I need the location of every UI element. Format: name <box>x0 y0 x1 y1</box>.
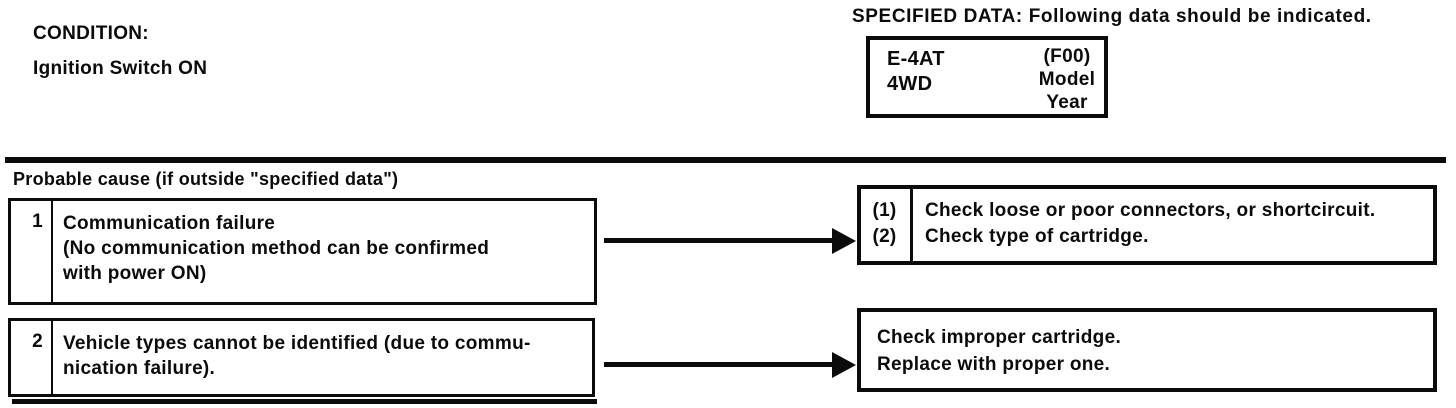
flow-arrow-line-2 <box>604 362 834 367</box>
remedy-box-1: (1) (2) Check loose or poor connectors, … <box>857 185 1437 265</box>
flow-arrow-head-icon <box>832 228 856 254</box>
flow-arrow-line-1 <box>604 238 834 243</box>
cause-line: Communication failure <box>63 213 276 234</box>
remedy-step-number: (1) <box>872 200 897 221</box>
condition-label: CONDITION: <box>33 23 149 44</box>
cause-number-1: 1 <box>32 211 43 232</box>
spec-model-label: Model <box>1038 69 1096 90</box>
remedy-line: Check loose or poor connectors, or short… <box>925 200 1376 221</box>
probable-cause-heading: Probable cause (if outside "specified da… <box>13 169 399 189</box>
cause-divider-1 <box>51 201 53 302</box>
flow-arrow-head-icon <box>832 352 856 378</box>
cause-box-2: 2 Vehicle types cannot be identified (du… <box>8 318 595 397</box>
condition-value: Ignition Switch ON <box>33 58 208 79</box>
spec-drive-type: 4WD <box>887 73 933 95</box>
remedy-divider-1 <box>910 189 913 261</box>
spec-year-label: Year <box>1046 92 1088 113</box>
section-divider-rule <box>5 157 1446 163</box>
cause-number-2: 2 <box>32 331 43 352</box>
cause-divider-2 <box>51 321 53 394</box>
remedy-text-2: Check improper cartridge. Replace with p… <box>877 324 1121 378</box>
spec-box-info-column: (F00) Model Year <box>1030 45 1104 114</box>
spec-transmission-code: E-4AT <box>887 48 945 70</box>
remedy-box-2: Check improper cartridge. Replace with p… <box>857 308 1437 392</box>
remedy-text-1: Check loose or poor connectors, or short… <box>925 198 1375 250</box>
remedy-line: Check improper cartridge. <box>877 327 1122 348</box>
remedy-line: Replace with proper one. <box>877 354 1111 375</box>
remedy-step-number: (2) <box>872 226 897 247</box>
remedy-index-column-1: (1) (2) <box>861 189 908 261</box>
cause-box-1: 1 Communication failure (No communicatio… <box>8 198 597 305</box>
remedy-line: Check type of cartridge. <box>925 226 1149 247</box>
cause-line: nication failure). <box>63 358 216 379</box>
cause-line: (No communication method can be confirme… <box>63 238 490 259</box>
spec-rom-code: (F00) <box>1043 46 1091 67</box>
cause-text-2: Vehicle types cannot be identified (due … <box>63 331 531 381</box>
specified-data-heading: SPECIFIED DATA: Following data should be… <box>852 6 1372 27</box>
cause-line: Vehicle types cannot be identified (due … <box>63 333 531 354</box>
cause-text-1: Communication failure (No communication … <box>63 211 489 286</box>
cause-line: with power ON) <box>63 263 207 284</box>
specified-data-box: E-4AT 4WD (F00) Model Year <box>866 36 1108 118</box>
spec-box-model-column: E-4AT 4WD <box>887 47 945 97</box>
clipped-bottom-rule <box>12 399 597 404</box>
